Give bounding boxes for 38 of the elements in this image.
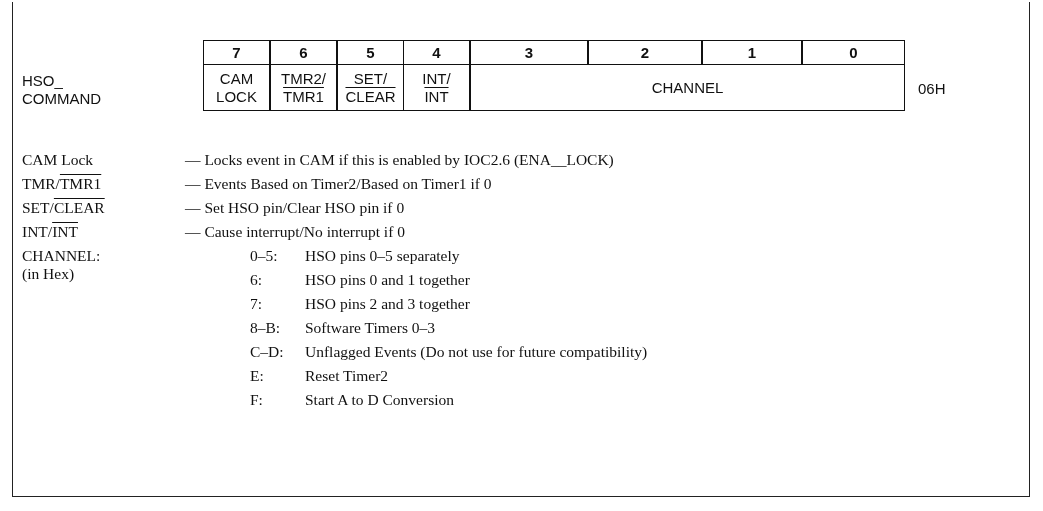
field-description: — Cause interrupt/No interrupt if 0 [185, 223, 405, 241]
bit-number: 4 [403, 40, 470, 65]
channel-description: Unflagged Events (Do not use for future compatibility) [305, 343, 648, 361]
field-term: SET/CLEAR [22, 199, 105, 217]
field-description: — Events Based on Timer2/Based on Timer1 if 0 [185, 175, 492, 193]
field-name: SET/ CLEAR [337, 64, 404, 111]
register-address: 06H [918, 80, 946, 98]
field-term: CHANNEL: (in Hex) [22, 247, 101, 283]
field-term: TMR/TMR1 [22, 175, 102, 193]
field-description: — Locks event in CAM if this is enabled by IOC2.6 (ENA__LOCK) [185, 151, 614, 169]
bit-number: 2 [588, 40, 702, 65]
field-name: CHANNEL [470, 64, 905, 111]
channel-description: Reset Timer2 [305, 367, 389, 385]
channel-description: HSO pins 0 and 1 together [305, 271, 470, 289]
bit-number: 1 [702, 40, 802, 65]
channel-code: F: [250, 391, 263, 409]
channel-description: Software Timers 0–3 [305, 319, 436, 337]
bit-number: 3 [470, 40, 588, 65]
channel-code: 0–5: [250, 247, 278, 265]
channel-description: HSO pins 0–5 separately [305, 247, 460, 265]
channel-description: HSO pins 2 and 3 together [305, 295, 470, 313]
field-term: CAM Lock [22, 151, 94, 169]
field-name: TMR2/ TMR1 [270, 64, 337, 111]
register-name: HSO_ COMMAND [22, 72, 102, 108]
bit-number: 7 [203, 40, 270, 65]
channel-code: 6: [250, 271, 263, 289]
channel-code: C–D: [250, 343, 284, 361]
field-term: INT/INT [22, 223, 78, 241]
bit-number: 6 [270, 40, 337, 65]
channel-description: Start A to D Conversion [305, 391, 454, 409]
channel-code: 8–B: [250, 319, 281, 337]
bit-number: 0 [802, 40, 905, 65]
field-name: INT/ INT [403, 64, 470, 111]
field-description: — Set HSO pin/Clear HSO pin if 0 [185, 199, 405, 217]
channel-code: 7: [250, 295, 263, 313]
channel-code: E: [250, 367, 264, 385]
bit-number: 5 [337, 40, 404, 65]
field-name: CAM LOCK [203, 64, 270, 111]
